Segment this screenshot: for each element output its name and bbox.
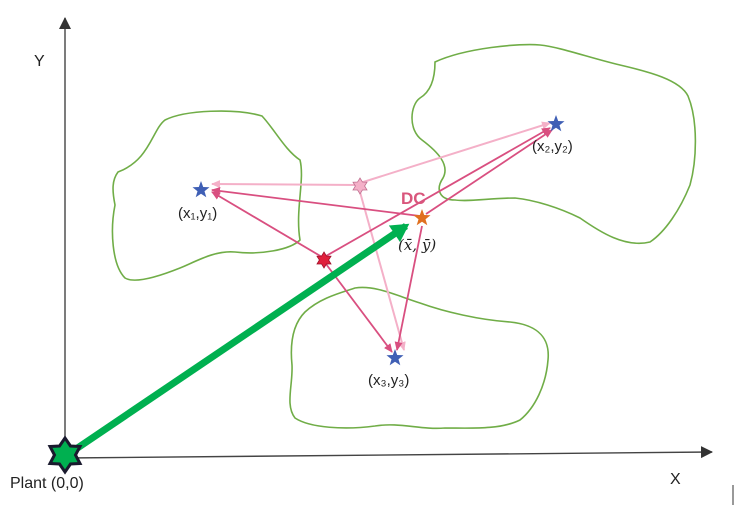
customer-3-star bbox=[386, 349, 404, 366]
light-arrow-to-customer-2 bbox=[359, 121, 551, 184]
region-2-outline bbox=[411, 43, 697, 245]
dc-star bbox=[413, 209, 431, 226]
arrow-dc-to-customer-1 bbox=[211, 187, 421, 217]
region-3-outline bbox=[289, 286, 550, 430]
dc-label: DC bbox=[401, 189, 426, 208]
light-arrow-to-customer-3 bbox=[359, 191, 406, 351]
customer-1-star bbox=[192, 181, 210, 198]
arrow-initial-to-customer-1 bbox=[211, 191, 323, 258]
arrow-dc-to-customer-2 bbox=[425, 129, 553, 215]
region-1-outline bbox=[111, 110, 303, 281]
customer-1-label: (x₁,y₁) bbox=[178, 205, 217, 222]
intermediate-point-star bbox=[352, 177, 368, 195]
light-arrow-to-customer-1 bbox=[211, 180, 359, 189]
plant-label: Plant (0,0) bbox=[10, 475, 84, 492]
dc-coordinate-label: (x̄, ȳ) bbox=[398, 236, 436, 254]
customer-3-label: (x₃,y₃) bbox=[368, 372, 409, 389]
arrow-initial-to-customer-3 bbox=[325, 263, 393, 353]
customer-2-star bbox=[547, 115, 565, 132]
initial-point-star bbox=[316, 251, 332, 269]
plant-star-icon bbox=[47, 435, 83, 475]
customer-2-label: (x₂,y₂) bbox=[532, 138, 573, 155]
plant-to-dc-arrow bbox=[74, 223, 410, 452]
arrow-initial-to-customer-2 bbox=[325, 127, 551, 257]
y-axis-label: Y bbox=[34, 53, 45, 70]
x-axis bbox=[64, 446, 713, 459]
arrow-dc-to-customer-3 bbox=[394, 225, 423, 351]
x-axis-label: X bbox=[670, 471, 681, 488]
